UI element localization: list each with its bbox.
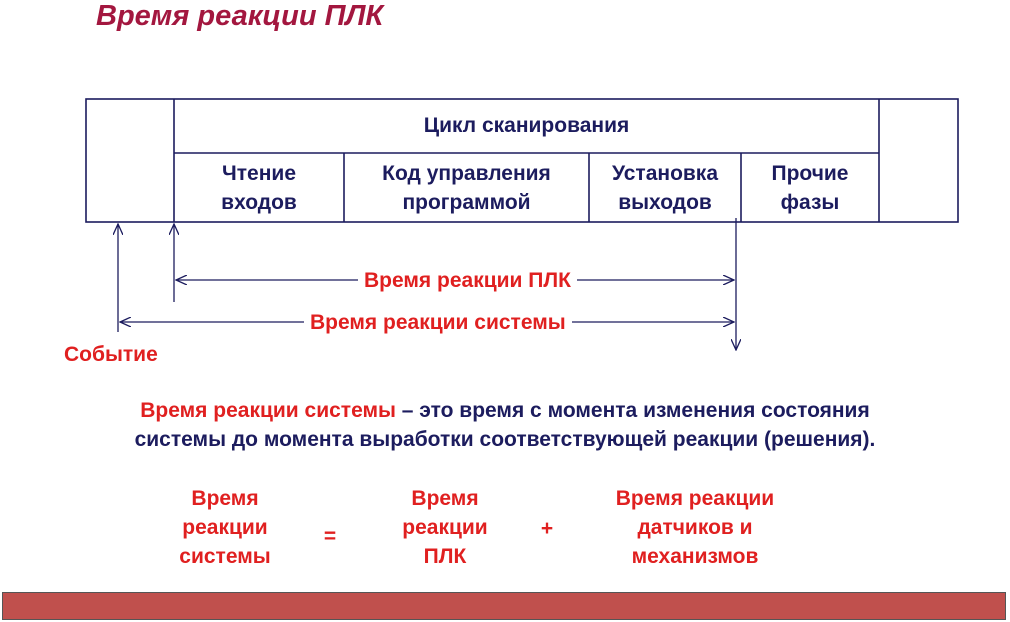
system-response-label: Время реакции системы [304,310,572,336]
formula-term2-line3: механизмов [631,545,759,568]
scan-cycle-label: Цикл сканирования [423,114,630,137]
phase-set-outputs: Установка выходов [589,159,741,217]
phase-program-code-line2: программой [402,191,531,214]
bottom-bar [2,592,1006,620]
formula-term1-line3: ПЛК [423,545,467,568]
phase-other-line1: Прочие [771,162,849,185]
event-label: Событие [64,343,158,366]
diagram-outer-frame [85,98,959,223]
formula-term2: Время реакции датчиков и механизмов [584,484,806,571]
phase-program-code-line1: Код управления [382,162,551,185]
formula-equals: = [323,525,337,548]
phase-other: Прочие фазы [741,159,879,217]
phase-program-code: Код управления программой [344,159,589,217]
formula-term2-line2: датчиков и [637,516,753,539]
definition-line1-rest: – это время с момента изменения состояни… [395,399,870,422]
formula-term1-line1: Время [411,487,479,510]
definition-line2: системы до момента выработки соответству… [134,428,876,451]
formula-lhs-line3: системы [179,545,271,568]
formula-lhs-line2: реакции [182,516,268,539]
formula-term1: Время реакции ПЛК [375,484,515,571]
formula-term1-line2: реакции [402,516,488,539]
phase-set-outputs-line2: выходов [618,191,712,214]
phase-read-inputs-line2: входов [221,191,297,214]
definition-line1: Время реакции системы – это время с моме… [0,396,1010,425]
formula-term2-line1: Время реакции [615,487,775,510]
plc-response-label: Время реакции ПЛК [358,268,577,294]
formula-plus: + [540,517,554,540]
formula-lhs-line1: Время [191,487,259,510]
phase-set-outputs-line1: Установка [612,162,718,185]
phase-read-inputs: Чтение входов [174,159,344,217]
phase-read-inputs-line1: Чтение [222,162,296,185]
definition-text: Время реакции системы – это время с моме… [0,396,1010,454]
definition-term: Время реакции системы [140,399,396,422]
phase-other-line2: фазы [780,191,840,214]
formula-lhs: Время реакции системы [150,484,300,571]
slide-title: Время реакции ПЛК [96,0,384,32]
